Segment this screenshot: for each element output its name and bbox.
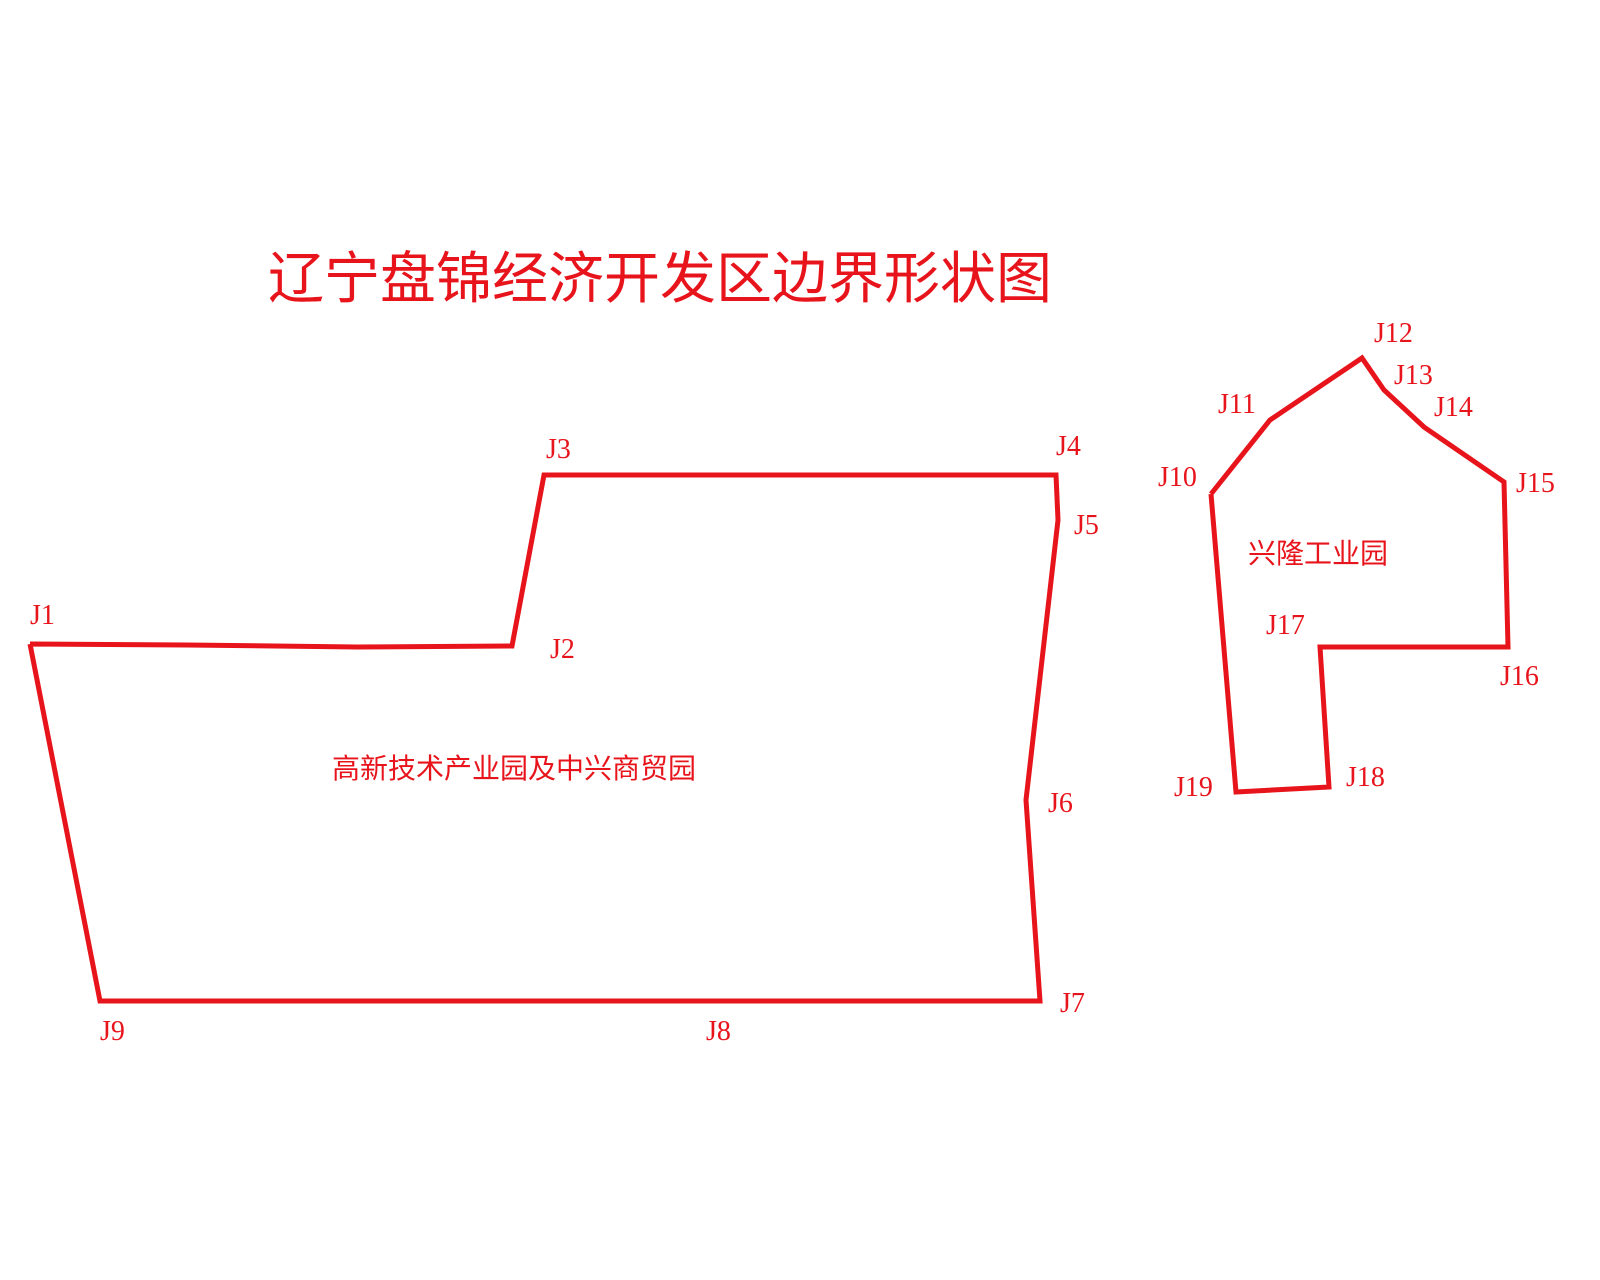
point-label: J7	[1060, 988, 1085, 1019]
point-label: J12	[1374, 318, 1413, 349]
point-label: J6	[1048, 788, 1073, 819]
area-label: 高新技术产业园及中兴商贸园	[332, 752, 696, 785]
area-xinglong-industrial: 兴隆工业园 J10 J11 J12 J13 J14 J15 J16 J17 J1…	[1158, 318, 1555, 803]
point-label: J16	[1500, 661, 1539, 692]
point-label: J2	[550, 634, 575, 665]
area-hightech-commerce: 高新技术产业园及中兴商贸园 J1 J2 J3 J4 J5 J6 J7 J8 J9	[27, 431, 1099, 1047]
point-label: J3	[546, 434, 571, 465]
point-label: J10	[1158, 462, 1197, 493]
area-label: 兴隆工业园	[1248, 537, 1388, 570]
point-label: J9	[100, 1016, 125, 1047]
point-label: J18	[1346, 762, 1385, 793]
point-label: J13	[1394, 360, 1433, 391]
boundary-hightech-commerce	[27, 472, 1061, 1004]
diagram-title: 辽宁盘锦经济开发区边界形状图	[268, 247, 1052, 312]
point-label: J1	[30, 600, 55, 631]
point-label: J8	[706, 1016, 731, 1047]
boundary-xinglong-industrial	[1208, 354, 1511, 795]
point-label: J14	[1434, 392, 1473, 423]
point-label: J15	[1516, 468, 1555, 499]
point-label: J5	[1074, 510, 1099, 541]
point-label: J11	[1218, 389, 1256, 420]
point-label: J4	[1056, 431, 1081, 462]
point-label: J19	[1174, 772, 1213, 803]
point-label: J17	[1266, 610, 1305, 641]
